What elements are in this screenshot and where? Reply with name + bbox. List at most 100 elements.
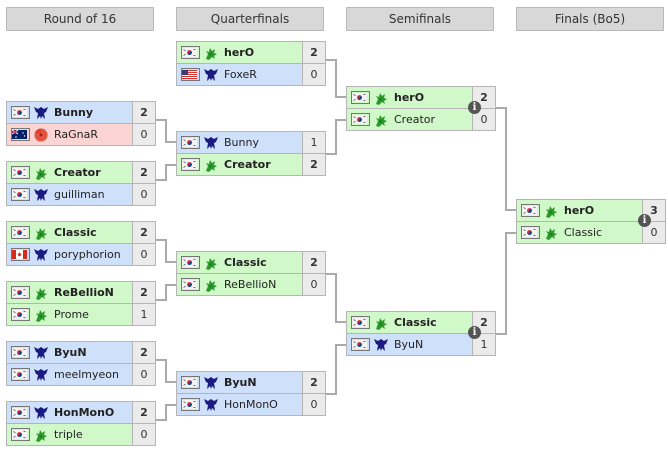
player-name[interactable]: herO xyxy=(394,91,425,104)
player-score: 2 xyxy=(132,162,155,183)
protoss-race-icon xyxy=(33,105,49,121)
flag-south-korea-icon xyxy=(11,428,30,441)
player-name[interactable]: herO xyxy=(564,204,595,217)
terran-race-icon xyxy=(203,277,219,293)
protoss-race-icon xyxy=(373,337,389,353)
player-score: 2 xyxy=(132,342,155,363)
player-row[interactable]: Creator 2 xyxy=(176,153,326,176)
player-name[interactable]: FoxeR xyxy=(224,68,257,81)
protoss-race-icon xyxy=(33,247,49,263)
player-name[interactable]: Creator xyxy=(224,158,271,171)
protoss-race-icon xyxy=(33,367,49,383)
player-name[interactable]: ReBellioN xyxy=(224,278,277,291)
terran-race-icon xyxy=(33,165,49,181)
protoss-race-icon xyxy=(33,345,49,361)
player-name[interactable]: Classic xyxy=(224,256,267,269)
player-row[interactable]: ReBellioN 2 xyxy=(6,281,156,304)
terran-race-icon xyxy=(33,427,49,443)
player-name[interactable]: HonMonO xyxy=(54,406,115,419)
protoss-race-icon xyxy=(203,67,219,83)
player-name[interactable]: Creator xyxy=(394,113,436,126)
player-score: 0 xyxy=(302,394,325,415)
protoss-race-icon xyxy=(33,187,49,203)
player-name[interactable]: Classic xyxy=(564,226,603,239)
flag-usa-icon xyxy=(181,68,200,81)
terran-race-icon xyxy=(203,255,219,271)
player-score: 1 xyxy=(302,132,325,153)
player-name[interactable]: Classic xyxy=(54,226,97,239)
flag-south-korea-icon xyxy=(351,113,370,126)
player-score: 0 xyxy=(132,244,155,265)
match-info-icon[interactable]: i xyxy=(468,326,481,339)
player-score: 2 xyxy=(302,42,325,63)
player-row[interactable]: poryphorion 0 xyxy=(6,243,156,266)
player-name[interactable]: meelmyeon xyxy=(54,368,120,381)
player-name[interactable]: Prome xyxy=(54,308,89,321)
flag-south-korea-icon xyxy=(11,166,30,179)
flag-south-korea-icon xyxy=(521,204,540,217)
player-name[interactable]: Creator xyxy=(54,166,101,179)
player-name[interactable]: guilliman xyxy=(54,188,105,201)
player-row[interactable]: Bunny 1 xyxy=(176,131,326,154)
player-row[interactable]: HonMonO 0 xyxy=(176,393,326,416)
flag-canada-icon xyxy=(11,248,30,261)
flag-south-korea-icon xyxy=(181,398,200,411)
player-name[interactable]: ByuN xyxy=(224,376,257,389)
player-name[interactable]: Bunny xyxy=(54,106,94,119)
player-name[interactable]: HonMonO xyxy=(224,398,278,411)
player-score: 1 xyxy=(472,334,495,355)
player-name[interactable]: ByuN xyxy=(394,338,424,351)
player-row[interactable]: ByuN 2 xyxy=(6,341,156,364)
player-name[interactable]: RaGnaR xyxy=(54,128,99,141)
player-name[interactable]: herO xyxy=(224,46,255,59)
flag-south-korea-icon xyxy=(181,376,200,389)
flag-south-korea-icon xyxy=(181,256,200,269)
protoss-race-icon xyxy=(33,405,49,421)
player-score: 2 xyxy=(132,282,155,303)
player-name[interactable]: Classic xyxy=(394,316,437,329)
player-name[interactable]: Bunny xyxy=(224,136,259,149)
match-info-icon[interactable]: i xyxy=(638,214,651,227)
player-row[interactable]: Creator 2 xyxy=(6,161,156,184)
flag-south-korea-icon xyxy=(11,106,30,119)
player-name[interactable]: ReBellioN xyxy=(54,286,114,299)
player-name[interactable]: triple xyxy=(54,428,83,441)
match-info-icon[interactable]: i xyxy=(468,101,481,114)
flag-south-korea-icon xyxy=(181,46,200,59)
player-score: 1 xyxy=(132,304,155,325)
player-name[interactable]: ByuN xyxy=(54,346,87,359)
player-name[interactable]: poryphorion xyxy=(54,248,121,261)
round-header-quarterfinals: Quarterfinals xyxy=(176,7,324,31)
player-score: 2 xyxy=(302,154,325,175)
player-row[interactable]: ByuN 1 xyxy=(346,333,496,356)
player-row[interactable]: Prome 1 xyxy=(6,303,156,326)
flag-south-korea-icon xyxy=(351,91,370,104)
terran-race-icon xyxy=(543,225,559,241)
player-row[interactable]: herO 2 xyxy=(176,41,326,64)
